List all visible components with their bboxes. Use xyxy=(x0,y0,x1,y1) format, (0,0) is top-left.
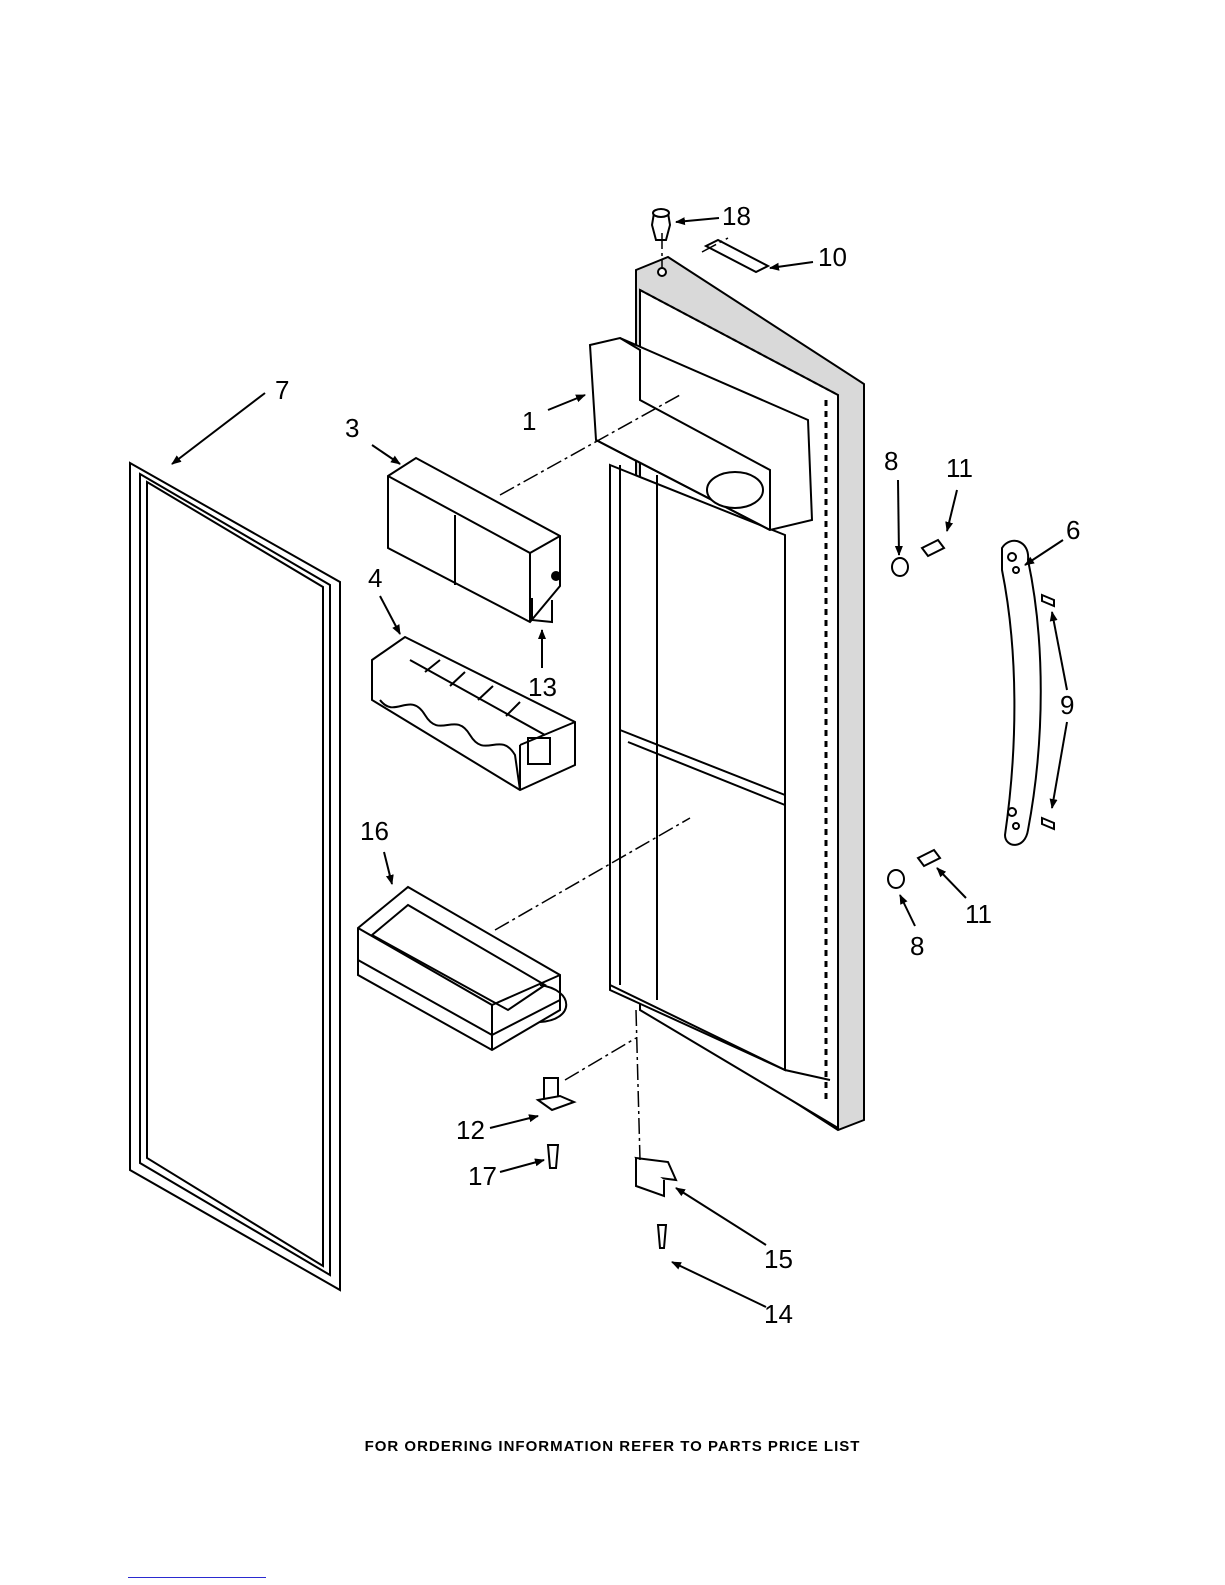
callout-6: 6 xyxy=(1066,515,1080,545)
callout-18: 18 xyxy=(722,201,751,231)
callout-17: 17 xyxy=(468,1161,497,1191)
callout-8-lower: 8 xyxy=(910,931,924,961)
egg-tray xyxy=(372,637,575,790)
callout-1: 1 xyxy=(522,406,536,436)
callout-8-upper: 8 xyxy=(884,446,898,476)
callout-13: 13 xyxy=(528,672,557,702)
door-bin xyxy=(358,887,566,1050)
handle-stud xyxy=(1042,595,1054,829)
callout-11-upper: 11 xyxy=(946,453,973,483)
callout-4: 4 xyxy=(368,563,382,593)
door-handle xyxy=(1002,541,1041,845)
callout-15: 15 xyxy=(764,1244,793,1274)
callout-10: 10 xyxy=(818,242,847,272)
callout-7: 7 xyxy=(275,375,289,405)
door-liner xyxy=(590,257,864,1130)
lower-hinge-bracket xyxy=(538,1078,574,1168)
bottom-rule xyxy=(128,1577,266,1578)
callout-11-lower: 11 xyxy=(965,899,992,929)
callout-3: 3 xyxy=(345,413,359,443)
callout-14: 14 xyxy=(764,1299,793,1329)
ordering-info-note: FOR ORDERING INFORMATION REFER TO PARTS … xyxy=(0,1438,1225,1455)
callout-12: 12 xyxy=(456,1115,485,1145)
callout-16: 16 xyxy=(360,816,389,846)
door-gasket xyxy=(130,463,340,1290)
dispenser-cover xyxy=(388,458,560,622)
callout-9: 9 xyxy=(1060,690,1074,720)
lower-hinge-plate xyxy=(636,1158,676,1248)
spacer-and-screw xyxy=(888,540,944,888)
